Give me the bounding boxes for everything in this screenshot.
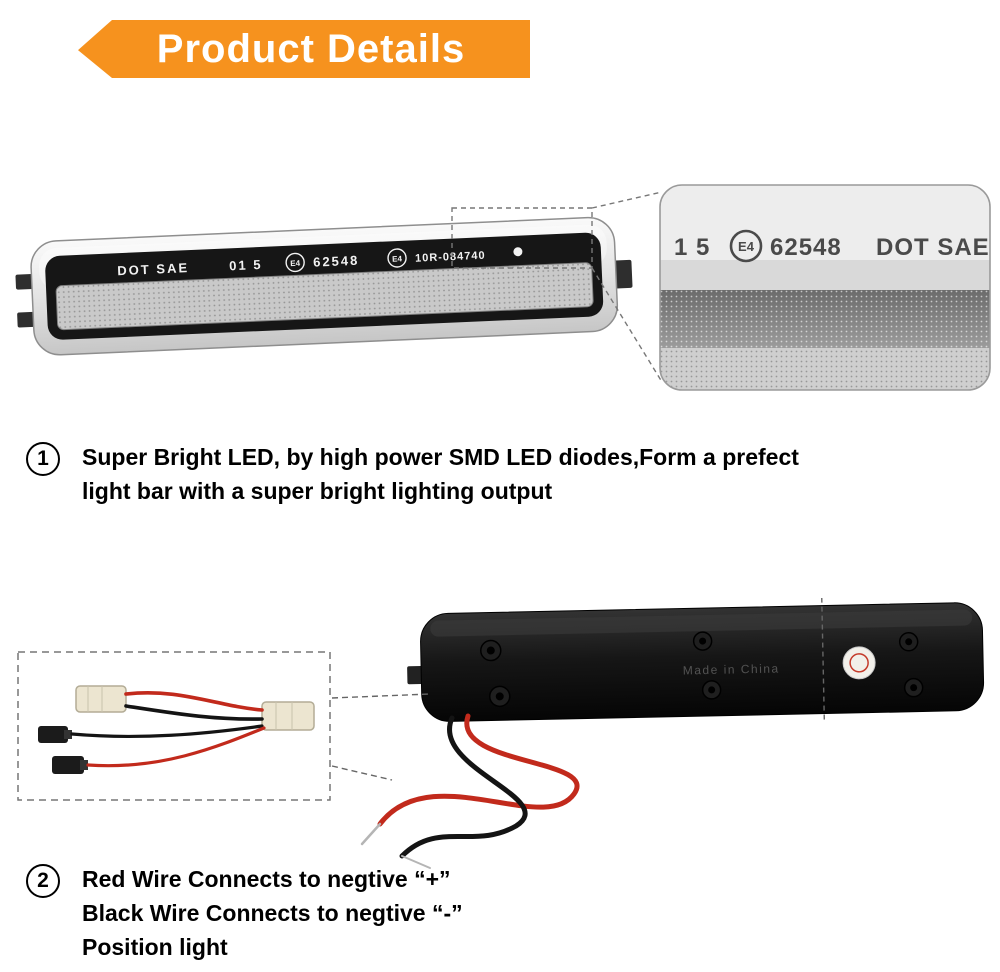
screw-holes xyxy=(486,637,918,701)
zoom-e-mark: E4 xyxy=(738,239,755,254)
black-connector-1 xyxy=(38,726,72,743)
qc-sticker-ring xyxy=(849,653,869,673)
feature-2-line-1: Red Wire Connects to negtive “+” xyxy=(82,866,451,892)
red-wire-bare-end xyxy=(360,822,382,846)
feature-2-line-2: Black Wire Connects to negtive “-” xyxy=(82,900,463,926)
feature-item-1: 1 Super Bright LED, by high power SMD LE… xyxy=(26,440,799,508)
black-wire xyxy=(399,715,528,859)
marking-dot-sae: DOT SAE xyxy=(117,260,189,278)
zoom-border xyxy=(659,184,991,391)
front-light-bar-image: DOT SAE 01 5 E4 62548 E4 10R-084740 xyxy=(15,216,633,356)
mount-tab-left-2 xyxy=(17,311,36,328)
red-wire xyxy=(377,713,580,827)
made-in-label: Made in China xyxy=(683,661,780,677)
zoom-detail-view: 1 5 E4 62548 DOT SAE xyxy=(659,184,991,391)
e-mark-circle-2 xyxy=(387,248,407,268)
breather-hole xyxy=(513,247,523,257)
white-connector-b xyxy=(261,701,315,731)
black-connector-2 xyxy=(52,756,88,774)
zoom-batch: 1 5 xyxy=(674,234,710,261)
callout-dashed-lines xyxy=(451,191,663,383)
marking-approval: 62548 xyxy=(313,253,360,270)
back-mount-tab-left xyxy=(407,665,424,685)
connector-box xyxy=(17,651,331,801)
connector-callout-lines xyxy=(331,693,431,781)
feature-item-2: 2 Red Wire Connects to negtive “+” Black… xyxy=(26,862,463,964)
marking-batch: 01 5 xyxy=(229,257,263,273)
banner-title: Product Details xyxy=(156,26,466,71)
mount-tab-left-1 xyxy=(15,273,34,290)
wire-harness-image xyxy=(360,713,580,869)
hero-illustration: DOT SAE 01 5 E4 62548 E4 10R-084740 xyxy=(15,184,991,391)
zoom-dot-sae: DOT SAE xyxy=(876,234,990,261)
feature-text-1: Super Bright LED, by high power SMD LED … xyxy=(82,440,799,508)
zoom-detail-content: 1 5 E4 62548 DOT SAE xyxy=(660,185,990,390)
marking-e-mark-2: E4 xyxy=(392,254,403,263)
zoom-e-mark-circle xyxy=(729,229,763,263)
feature-1-line-2: light bar with a super bright lighting o… xyxy=(82,478,553,504)
zoom-approval: 62548 xyxy=(770,234,842,261)
feature-number-1: 1 xyxy=(26,442,60,476)
marking-reg-number: 10R-084740 xyxy=(415,250,486,265)
feature-1-line-1: Super Bright LED, by high power SMD LED … xyxy=(82,444,799,470)
mount-tab-right xyxy=(613,259,633,289)
e-mark-circle-1 xyxy=(285,252,305,273)
feature-number-2: 2 xyxy=(26,864,60,898)
white-connector-a xyxy=(75,685,127,713)
reflector-texture xyxy=(56,262,594,330)
connector-wires xyxy=(70,691,266,768)
back-light-bar-image: Made in China xyxy=(407,598,985,722)
housing-highlight xyxy=(430,609,973,637)
qc-sticker xyxy=(842,646,876,680)
reflector-edge xyxy=(55,262,594,331)
feature-text-2: Red Wire Connects to negtive “+” Black W… xyxy=(82,862,463,964)
wiring-illustration: Made in China xyxy=(17,598,985,869)
feature-2-line-3: Position light xyxy=(82,934,228,960)
housing-dashed-line xyxy=(821,598,826,722)
black-wire-bare-end xyxy=(401,855,431,869)
marking-e-mark-1: E4 xyxy=(290,259,301,268)
product-details-banner: Product Details xyxy=(78,20,530,78)
